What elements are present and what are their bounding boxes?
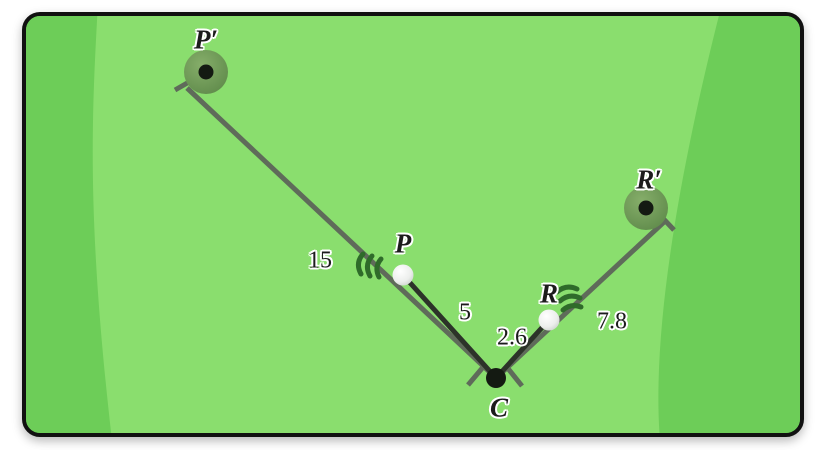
measure-label-c-to-p-prime: 15 bbox=[308, 247, 332, 274]
point-label-r: R bbox=[539, 278, 559, 309]
terrain-light-region bbox=[92, 16, 719, 433]
measure-label-c-to-r: 2.6 bbox=[497, 324, 527, 351]
point-label-p: P bbox=[394, 228, 412, 259]
background-terrain bbox=[26, 16, 800, 433]
diagram-board bbox=[22, 12, 804, 437]
point-label-c: C bbox=[489, 392, 509, 423]
point-label-r-prime: R′ bbox=[636, 164, 662, 195]
point-label-p-prime: P′ bbox=[193, 24, 219, 55]
measure-label-c-to-r-prime: 7.8 bbox=[597, 308, 627, 335]
measure-label-c-to-p: 5 bbox=[459, 299, 471, 326]
